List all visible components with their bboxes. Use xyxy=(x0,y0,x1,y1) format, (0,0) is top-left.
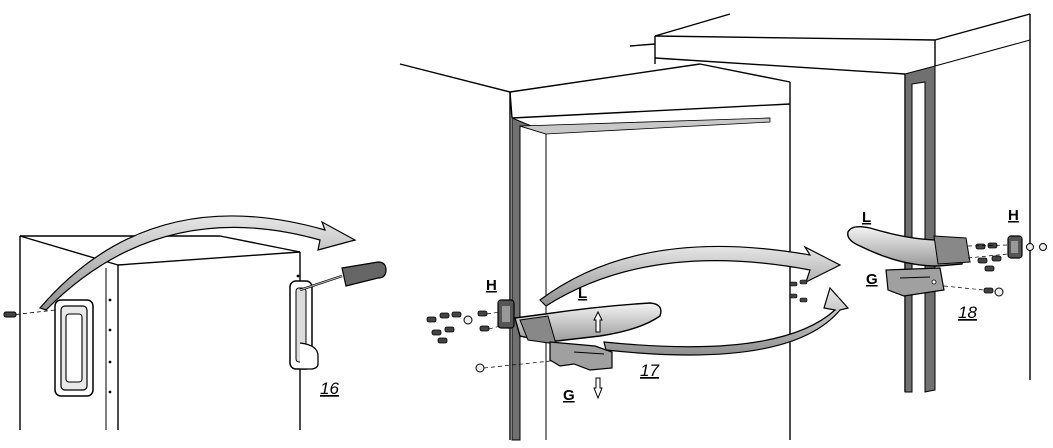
label-h-17: H xyxy=(486,277,497,294)
screw-holes-17 xyxy=(789,279,808,303)
bracket-h-17 xyxy=(497,299,515,329)
handle-l-17 xyxy=(514,302,662,345)
door-edge-18 xyxy=(904,65,936,393)
step-number-18: 18 xyxy=(958,303,977,322)
handle-l-18 xyxy=(847,225,971,267)
screws-17 xyxy=(426,310,561,373)
step-16-illustration: 16 xyxy=(3,215,387,430)
door-top-edge-17 xyxy=(519,117,771,135)
transfer-arrow-16 xyxy=(38,215,357,311)
step-17-illustration: H L xyxy=(399,63,850,441)
bracket-h-18 xyxy=(1007,235,1023,259)
down-arrow-icon xyxy=(593,377,603,400)
label-g-17: G xyxy=(563,387,575,404)
swap-arrow-upper xyxy=(539,245,842,307)
step-number-16: 16 xyxy=(320,379,339,398)
door-handle-16-right xyxy=(289,280,319,370)
bracket-g-17 xyxy=(549,341,613,371)
refrigerator-cabinet-18 xyxy=(629,13,1031,392)
step-18-illustration: L G H xyxy=(629,13,1047,393)
label-l-17: L xyxy=(578,285,587,302)
refrigerator-cabinet-17 xyxy=(399,63,791,440)
label-h-18: H xyxy=(1008,207,1019,224)
up-arrow-icon xyxy=(593,310,603,333)
door-handle-16-left xyxy=(54,299,94,397)
bracket-g-18 xyxy=(885,267,945,297)
door-edge-17 xyxy=(511,117,547,441)
screws-18 xyxy=(943,242,1047,297)
step-number-17: 17 xyxy=(640,361,659,380)
label-g-18: G xyxy=(866,271,878,288)
screw-icon xyxy=(3,309,56,318)
swap-arrow-lower xyxy=(603,286,850,356)
screwdriver-icon xyxy=(299,261,387,292)
label-l-18: L xyxy=(862,209,871,226)
